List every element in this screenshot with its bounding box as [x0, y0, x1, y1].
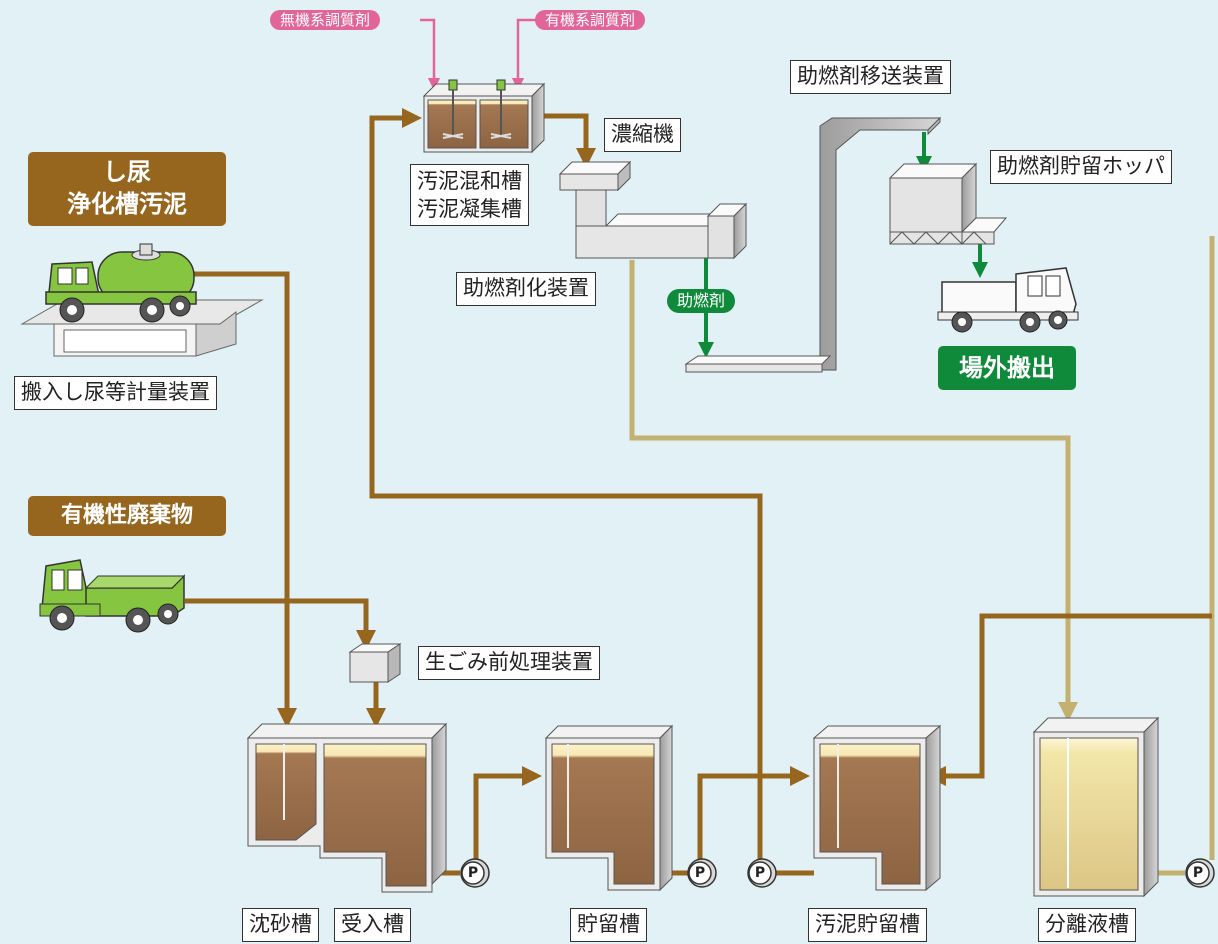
tanker-truck-icon — [20, 243, 264, 357]
kitchen-pretreatment-label: 生ごみ前処理装置 — [418, 646, 600, 680]
pump-icon — [687, 858, 717, 888]
separated-liquid-tank-label: 分離液槽 — [1038, 908, 1136, 942]
pretreatment-unit-icon — [348, 643, 402, 683]
receiving-tank-label: 受入槽 — [334, 908, 411, 942]
mixing-tank-icon — [422, 79, 546, 154]
organic-conditioner-label: 有機系調質剤 — [535, 10, 646, 30]
offsite-transport-label: 場外搬出 — [938, 346, 1076, 390]
organic-waste-source-label: 有機性廃棄物 — [28, 496, 226, 536]
separated-liquid-tank-icon — [1032, 716, 1160, 898]
pump-icon — [460, 858, 490, 888]
pump-icon — [1185, 858, 1215, 888]
thickener-converter-icon — [558, 160, 748, 260]
fuel-converter-label: 助燃剤化装置 — [456, 272, 596, 306]
pump-icon — [747, 858, 777, 888]
pump-label: P — [467, 865, 479, 881]
pump-label: P — [754, 865, 766, 881]
fuel-hopper-icon — [888, 162, 1008, 245]
additive-pipes — [420, 18, 542, 91]
pump-label: P — [694, 865, 706, 881]
fuel-conveyor-icon — [684, 116, 942, 373]
mixing-tank-line-2: 汚泥凝集槽 — [417, 197, 522, 221]
output-truck-icon — [937, 267, 1079, 333]
thickener-label: 濃縮機 — [604, 118, 681, 152]
night-soil-source-label: し尿 浄化槽汚泥 — [28, 152, 226, 226]
fuel-flow-label: 助燃剤 — [667, 289, 736, 313]
grit-receiving-tank-icon — [246, 722, 448, 893]
night-soil-line-1: し尿 — [103, 158, 151, 186]
dump-truck-icon — [39, 559, 186, 633]
storage-tank-icon — [544, 724, 674, 892]
grit-tank-label: 沈砂槽 — [242, 908, 319, 942]
mixing-tank-line-1: 汚泥混和槽 — [417, 169, 522, 193]
mixing-tank-label: 汚泥混和槽 汚泥凝集槽 — [410, 164, 529, 226]
pump-label: P — [1192, 865, 1204, 881]
night-soil-line-2: 浄化槽汚泥 — [67, 190, 187, 218]
sludge-pipes — [185, 108, 1212, 876]
pumps — [460, 858, 1215, 888]
sludge-storage-tank-label: 汚泥貯留槽 — [808, 908, 927, 942]
fuel-hopper-label: 助燃剤貯留ホッパ — [990, 150, 1172, 184]
inorganic-conditioner-label: 無機系調質剤 — [270, 10, 381, 30]
sludge-storage-tank-icon — [812, 724, 942, 892]
storage-tank-label: 貯留槽 — [570, 908, 647, 942]
weighing-device-label: 搬入し尿等計量装置 — [14, 376, 217, 410]
fuel-conveyor-label: 助燃剤移送装置 — [790, 60, 951, 94]
organic-waste-text: 有機性廃棄物 — [60, 503, 193, 528]
